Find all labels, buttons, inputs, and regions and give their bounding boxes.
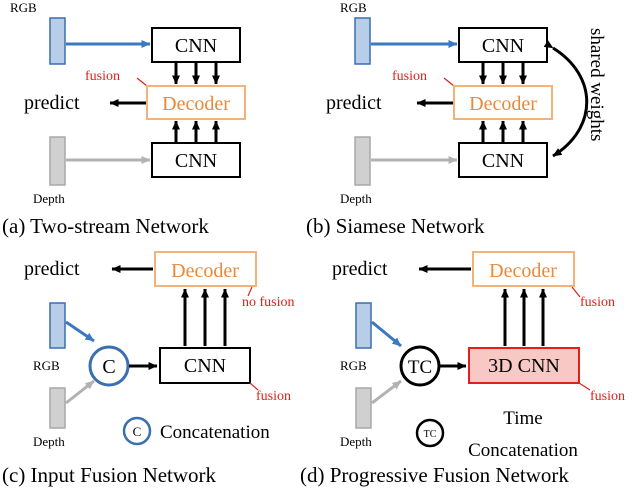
shared-weights-arrow <box>543 40 589 158</box>
cnn-depth-block <box>151 142 241 178</box>
cnn-depth-label: CNN <box>482 150 524 172</box>
predict-label: predict <box>24 258 80 280</box>
fusion-pointer <box>571 286 581 298</box>
caption-a: (a) Two-stream Network <box>2 214 209 238</box>
rgb-input-block <box>355 302 372 349</box>
cnn-label: CNN <box>184 355 226 377</box>
cnn-block <box>159 347 251 384</box>
fusion-label: fusion <box>85 69 120 84</box>
caption-b: (b) Siamese Network <box>306 214 485 238</box>
decoder-label: Decoder <box>489 260 557 282</box>
concat-node-symbol: C <box>102 356 115 378</box>
rgb-input-block <box>49 302 66 349</box>
depth-input-block <box>49 136 66 186</box>
panel-c-input-fusion: Decoder predict no fusion RGB C CNN fusi… <box>2 251 295 487</box>
caption-c: (c) Input Fusion Network <box>2 463 217 487</box>
predict-label: predict <box>332 258 388 280</box>
decoder-block <box>154 251 257 287</box>
rgb-label: RGB <box>340 0 367 15</box>
time-concat-node <box>399 345 441 387</box>
cnn-depth-block <box>458 142 548 178</box>
cnn-rgb-label: CNN <box>482 35 524 57</box>
depth-input-block <box>49 387 66 429</box>
depth-label: Depth <box>340 434 372 449</box>
predict-label: predict <box>24 92 80 114</box>
fusion-pointer <box>578 382 591 391</box>
rgb-label: RGB <box>10 0 37 15</box>
caption-d: (d) Progressive Fusion Network <box>300 463 569 487</box>
fusion-pointer <box>443 77 455 87</box>
cnn3d-label: 3D CNN <box>488 355 560 377</box>
concat-legend-label: Concatenation <box>160 422 270 443</box>
fusion-label: fusion <box>580 295 615 310</box>
fusion-label: fusion <box>256 389 291 404</box>
shared-weights-label: shared weights <box>586 28 607 141</box>
time-concat-legend-icon <box>415 418 445 448</box>
predict-label: predict <box>326 92 382 114</box>
time-concat-legend-symbol: TC <box>424 429 437 440</box>
depth-label: Depth <box>340 191 372 206</box>
cnn-depth-label: CNN <box>175 150 217 172</box>
decoder-block <box>453 85 553 120</box>
time-concat-legend-line1: Time <box>503 408 542 429</box>
fusion-label: fusion <box>590 389 625 404</box>
rgb-label: RGB <box>340 358 367 373</box>
rgb-to-concat-arrow <box>65 320 95 343</box>
cnn-rgb-label: CNN <box>175 35 217 57</box>
depth-label: Depth <box>33 191 65 206</box>
decoder-label: Decoder <box>469 93 537 115</box>
cnn-rgb-block <box>458 27 548 63</box>
rgb-label: RGB <box>33 358 60 373</box>
fusion-pointer <box>249 382 259 391</box>
panel-d-progressive-fusion: Decoder predict fusion RGB TC 3D CNN fus… <box>300 251 625 487</box>
fusion-label: fusion <box>392 69 427 84</box>
cnn3d-block <box>468 347 580 384</box>
panel-b-siamese: RGB CNN fusion Decoder predict CNN Depth… <box>306 0 607 238</box>
time-concat-legend-line2: Concatenation <box>468 440 578 461</box>
no-fusion-pointer <box>247 286 253 297</box>
panel-a-two-stream: RGB CNN fusion Decoder predict CNN Depth… <box>2 0 246 238</box>
rgb-input-block <box>354 17 371 65</box>
decoder-label: Decoder <box>171 260 239 282</box>
depth-to-concat-arrow <box>65 379 95 405</box>
concat-node <box>88 345 130 387</box>
rgb-to-tc-arrow <box>371 320 402 348</box>
concat-legend-icon <box>122 416 152 446</box>
decoder-block <box>146 85 246 120</box>
depth-label: Depth <box>33 434 65 449</box>
cnn-rgb-block <box>151 27 241 63</box>
time-concat-symbol: TC <box>408 357 432 378</box>
depth-to-tc-arrow <box>371 379 402 405</box>
depth-input-block <box>354 136 371 186</box>
rgb-input-block <box>49 17 66 65</box>
decoder-label: Decoder <box>162 93 230 115</box>
decoder-block <box>472 251 575 287</box>
depth-input-block <box>355 387 372 429</box>
fusion-pointer <box>136 77 148 87</box>
concat-legend-symbol: C <box>133 424 142 439</box>
no-fusion-label: no fusion <box>242 295 295 310</box>
